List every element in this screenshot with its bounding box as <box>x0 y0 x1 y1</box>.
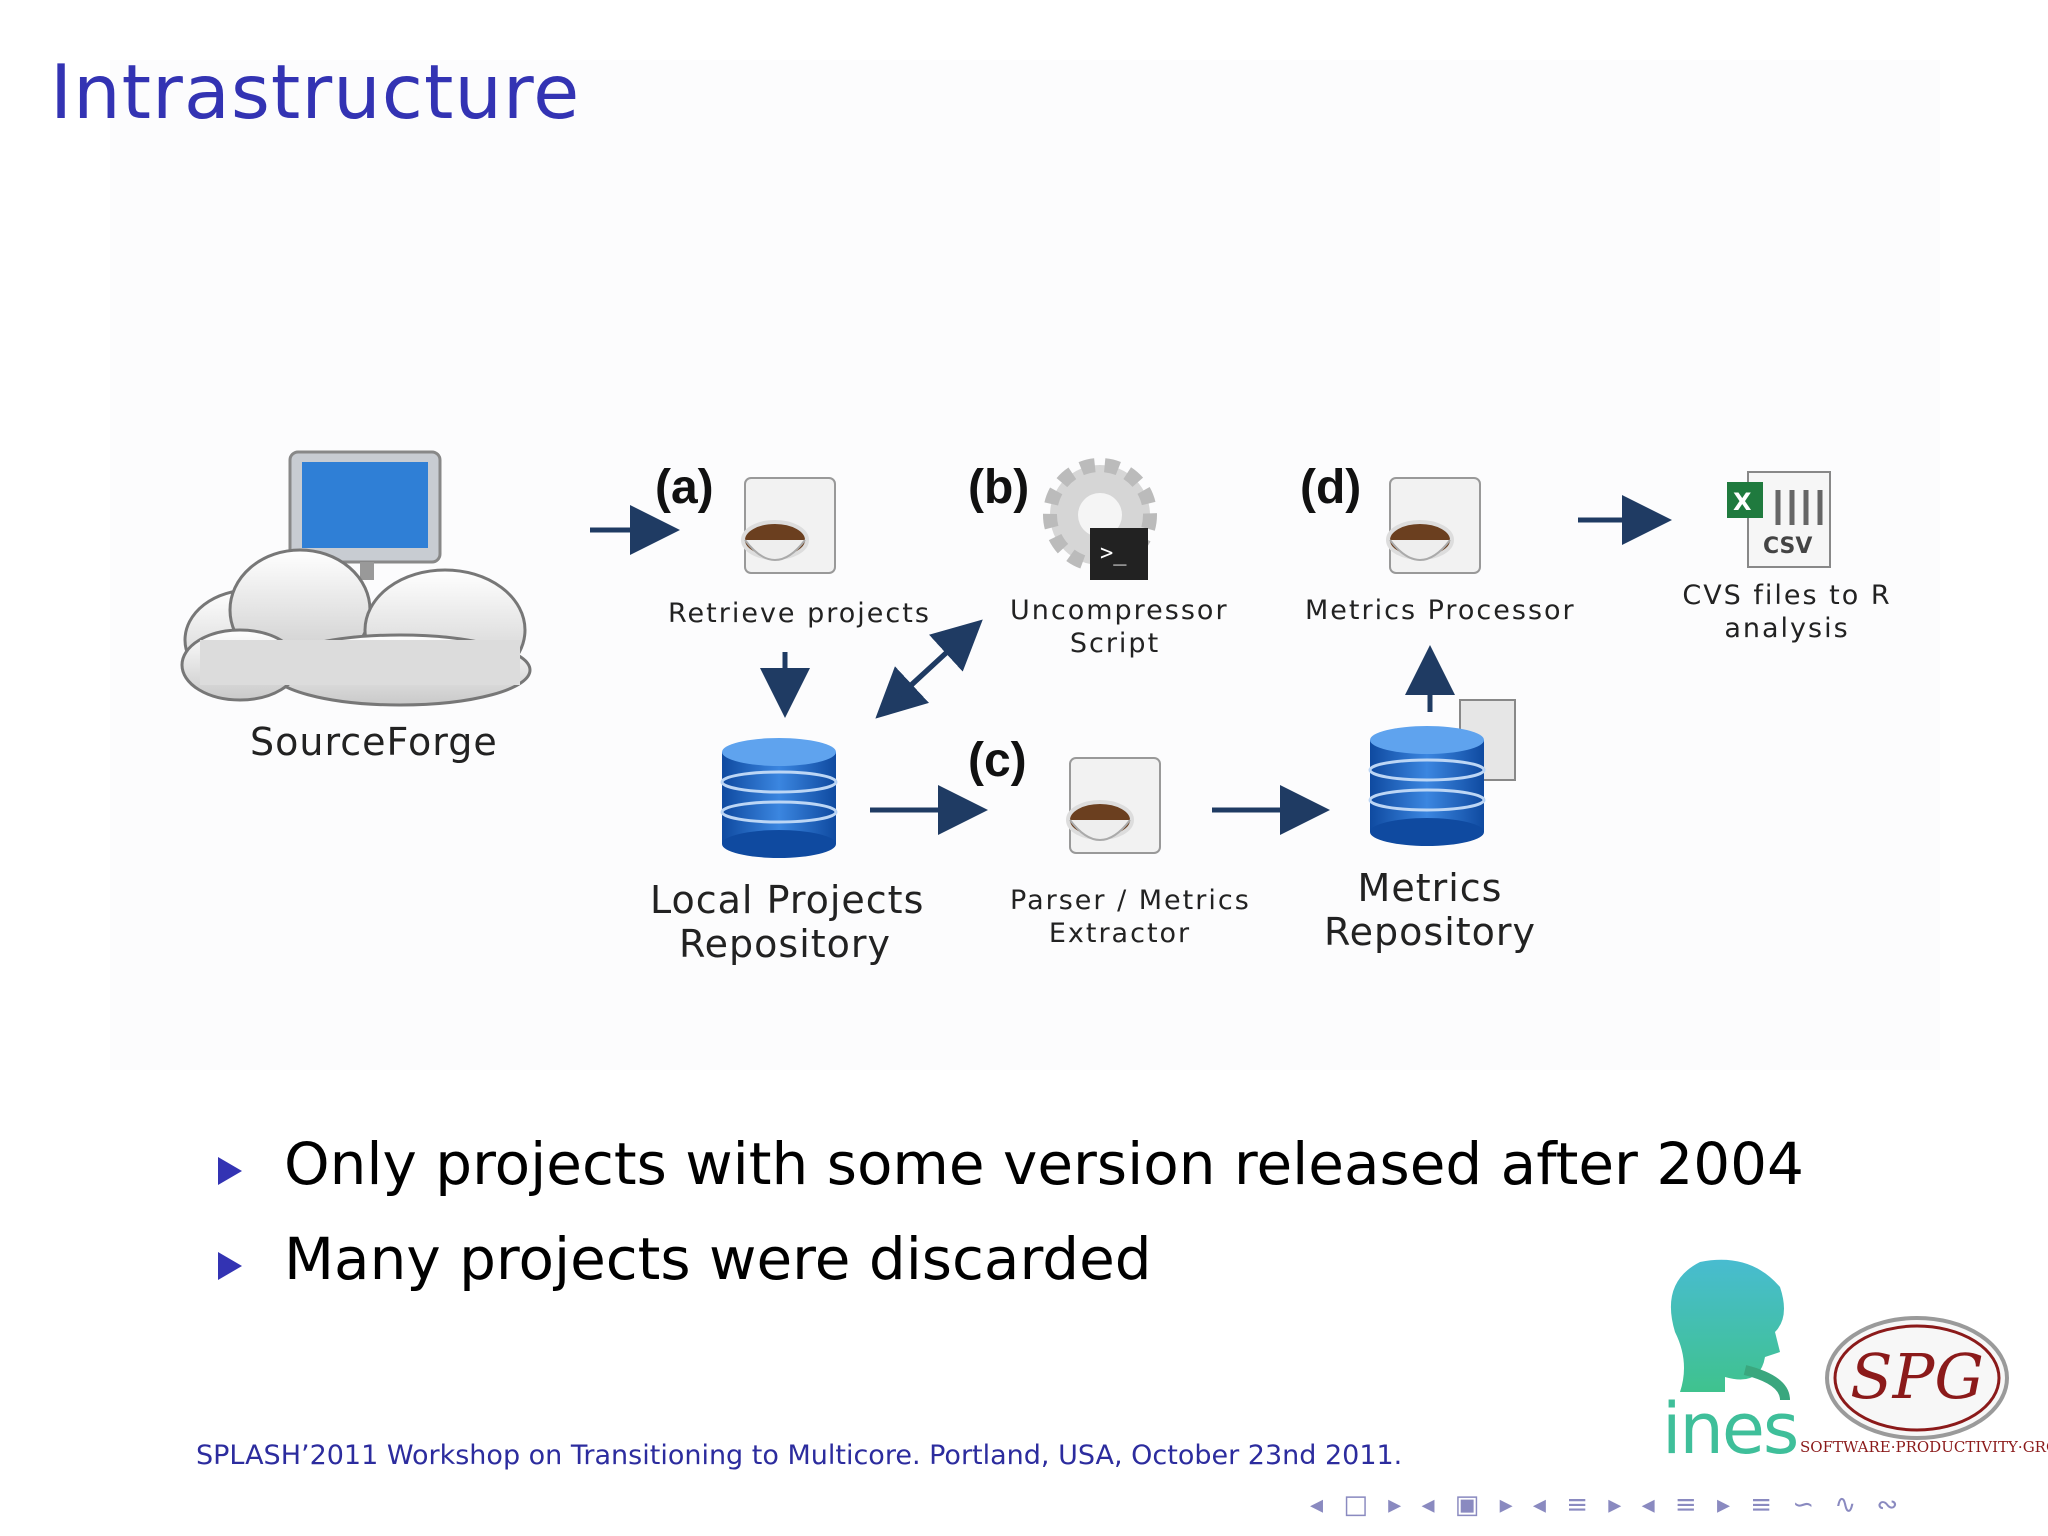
csv-label-line1: CVS files to R <box>1682 580 1892 611</box>
uncompressor-script-icon: >_ <box>1043 458 1157 580</box>
uncompressor-label: Uncompressor Script <box>1010 595 1229 659</box>
csv-label-line2: analysis <box>1724 613 1850 644</box>
ines-logo-text: ines <box>1662 1388 1799 1470</box>
local-repo-label-line1: Local Projects <box>650 878 925 922</box>
bullet-triangle-icon <box>218 1157 242 1185</box>
step-d-tag: (d) <box>1300 461 1362 514</box>
bullet-text: Many projects were discarded <box>284 1225 1152 1293</box>
retrieve-projects-icon <box>741 477 836 574</box>
bullet-text: Only projects with some version released… <box>284 1130 1804 1198</box>
diagram-background <box>110 60 1940 1070</box>
retrieve-projects-label: Retrieve projects <box>668 598 931 629</box>
slide-title: Intrastructure <box>50 48 581 136</box>
local-repo-label-line2: Repository <box>678 922 892 966</box>
metrics-processor-label: Metrics Processor <box>1305 595 1576 626</box>
parser-label-line1: Parser / Metrics <box>1010 885 1251 916</box>
metrics-repo-label-line1: Metrics <box>1357 866 1503 910</box>
csv-label: CVS files to R analysis <box>1682 580 1892 644</box>
step-b-tag: (b) <box>968 461 1030 514</box>
local-projects-database-icon <box>720 738 838 858</box>
csv-icon-text: CSV <box>1763 534 1812 559</box>
step-a-tag: (a) <box>655 461 714 514</box>
spg-subtitle: SOFTWARE·PRODUCTIVITY·GROUP <box>1800 1438 2048 1456</box>
svg-text:>_: >_ <box>1100 541 1127 566</box>
sourceforge-label: SourceForge <box>250 720 498 764</box>
metrics-repository-label: Metrics Repository <box>1320 866 1540 954</box>
metrics-processor-icon <box>1386 477 1481 574</box>
slide-footer: SPLASH’2011 Workshop on Transitioning to… <box>196 1440 1403 1471</box>
sourceforge-icon <box>180 450 532 707</box>
parser-metrics-icon <box>1066 757 1161 854</box>
arrow-local-repo-to-b <box>898 619 983 697</box>
metrics-repo-label-line2: Repository <box>1323 910 1537 954</box>
svg-text:X: X <box>1733 488 1752 516</box>
csv-file-icon: X <box>1727 471 1831 568</box>
ines-logo <box>1670 1259 1790 1401</box>
parser-metrics-label: Parser / Metrics Extractor <box>1010 885 1251 949</box>
step-c-tag: (c) <box>968 734 1027 787</box>
navigation-controls[interactable]: ◂ □ ▸ ◂ ▣ ▸ ◂ ≡ ▸ ◂ ≡ ▸ ≡ ∽ ∿ ∾ <box>1310 1490 1905 1520</box>
parser-label-line2: Extractor <box>1048 918 1192 949</box>
uncompressor-label-line2: Script <box>1069 628 1161 659</box>
flow-arrows <box>590 495 1672 835</box>
spg-logo: SPG <box>1825 1316 2009 1440</box>
metrics-repository-database-icon <box>1368 699 1516 846</box>
spg-logo-text: SPG <box>1850 1340 1984 1413</box>
bullet-triangle-icon <box>218 1252 242 1280</box>
local-projects-repository-label: Local Projects Repository <box>650 878 925 966</box>
uncompressor-label-line1: Uncompressor <box>1010 595 1229 626</box>
